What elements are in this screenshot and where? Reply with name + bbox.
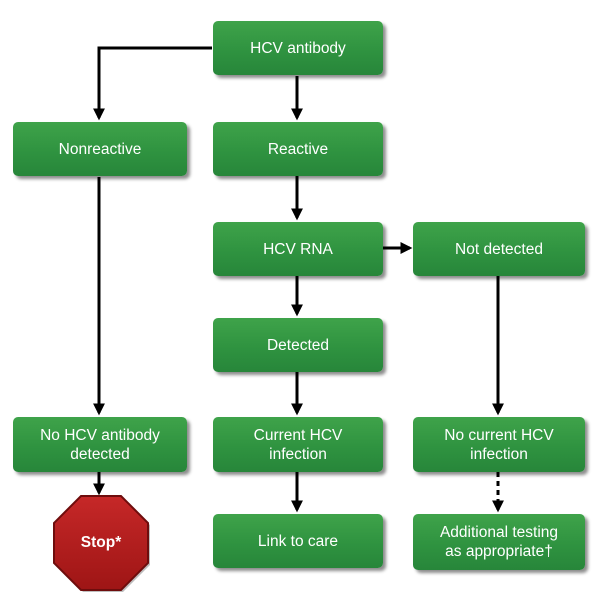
stop-sign: Stop* <box>52 494 150 592</box>
node-link-to-care: Link to care <box>213 514 383 568</box>
node-additional-testing: Additional testing as appropriate† <box>413 514 585 570</box>
node-label: Not detected <box>455 240 543 258</box>
node-detected: Detected <box>213 318 383 372</box>
arrow-antibody-to-nonreactive <box>93 46 212 121</box>
stop-label: Stop* <box>80 534 122 551</box>
node-label: Nonreactive <box>58 140 142 158</box>
node-current-hcv-infection: Current HCV infection <box>213 417 383 472</box>
node-hcv-rna: HCV RNA <box>213 222 383 276</box>
node-label-line1: No HCV antibody <box>40 426 160 444</box>
stop-octagon-icon <box>53 495 150 592</box>
node-label-line1: Additional testing <box>439 524 559 541</box>
node-label-line2: infection <box>470 445 528 463</box>
node-label-line2: as appropriate† <box>445 543 553 560</box>
node-label-line1: No current HCV <box>444 426 554 444</box>
node-label-line2: infection <box>269 445 327 463</box>
node-not-detected: Not detected <box>413 222 585 276</box>
node-label-line2: detected <box>70 445 130 463</box>
node-label-line1: Current HCV <box>253 426 343 444</box>
node-reactive: Reactive <box>213 122 383 176</box>
node-label: Reactive <box>267 140 329 158</box>
node-hcv-antibody: HCV antibody <box>213 21 383 75</box>
node-no-hcv-antibody-detected: No HCV antibody detected <box>13 417 187 472</box>
node-label: HCV RNA <box>263 240 333 258</box>
node-no-current-hcv-infection: No current HCV infection <box>413 417 585 472</box>
node-label: Detected <box>266 336 330 354</box>
node-label: HCV antibody <box>250 39 346 57</box>
node-label: Link to care <box>257 532 339 550</box>
node-nonreactive: Nonreactive <box>13 122 187 176</box>
